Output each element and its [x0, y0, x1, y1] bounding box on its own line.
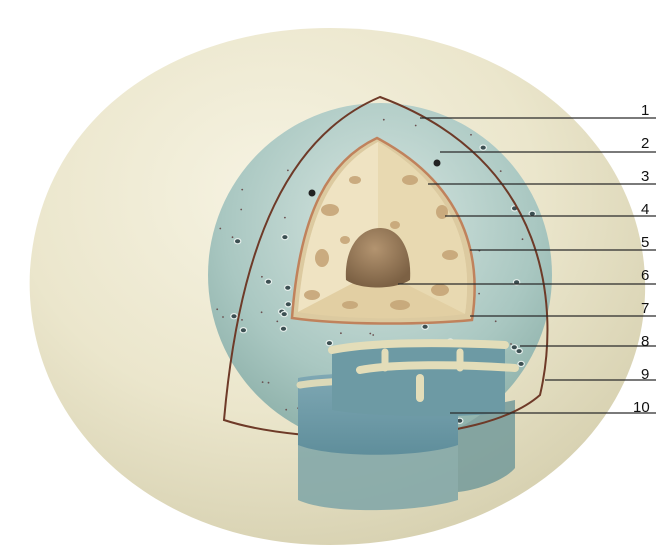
nuclear-pore — [282, 235, 288, 240]
label-3: 3 — [641, 168, 649, 185]
ribosome-dot — [261, 311, 263, 313]
nuclear-pore — [231, 314, 237, 319]
nuclear-pore — [280, 326, 286, 331]
label-5: 5 — [641, 234, 649, 251]
ribosome-dot — [495, 320, 497, 322]
ribosome-dot — [510, 343, 512, 345]
ribosome-dot — [415, 125, 417, 127]
nuclear-pore — [285, 302, 291, 307]
nuclear-pore — [518, 361, 524, 366]
label-1: 1 — [641, 102, 649, 119]
ribosome-dot — [284, 217, 286, 219]
label-9: 9 — [641, 366, 649, 383]
nuclear-pore — [285, 285, 291, 290]
label-6: 6 — [641, 267, 649, 284]
ribosome-dot — [478, 293, 480, 295]
ribosome-dot — [240, 209, 242, 211]
ribosome-dot — [340, 332, 342, 334]
nuclear-pore — [281, 312, 287, 317]
nuclear-pore — [265, 279, 271, 284]
label-2: 2 — [641, 135, 649, 152]
ribosome-dot — [383, 119, 385, 121]
ribosome-dot — [470, 134, 472, 136]
nuclear-pore — [326, 341, 332, 346]
nuclear-pore — [234, 239, 240, 244]
ribosome-dot — [241, 189, 243, 191]
nuclear-pore — [422, 324, 428, 329]
ribosome-dot — [216, 308, 218, 310]
ribosome-dot — [241, 319, 243, 321]
ribosome-dot — [232, 236, 234, 238]
nuclear-pore — [240, 328, 246, 333]
ribosome-dot — [261, 276, 263, 278]
label-4: 4 — [641, 201, 649, 218]
ribosome-dot — [287, 170, 289, 172]
ribosome-dot — [372, 334, 374, 336]
nuclear-pore — [480, 145, 486, 150]
nuclear-pore — [516, 349, 522, 354]
ribosome-dot — [285, 409, 287, 411]
ribosome-dot — [262, 381, 264, 383]
label-7: 7 — [641, 300, 649, 317]
ribosome-dot — [219, 228, 221, 230]
ribosome-dot — [276, 321, 278, 323]
ribosome-dot — [268, 382, 270, 384]
label-8: 8 — [641, 333, 649, 350]
ribosome-dot — [369, 333, 371, 335]
ribosome-dot — [522, 238, 524, 240]
ribosome-dot — [500, 170, 502, 172]
label-10: 10 — [633, 399, 650, 416]
ribosome-dot — [222, 316, 224, 318]
